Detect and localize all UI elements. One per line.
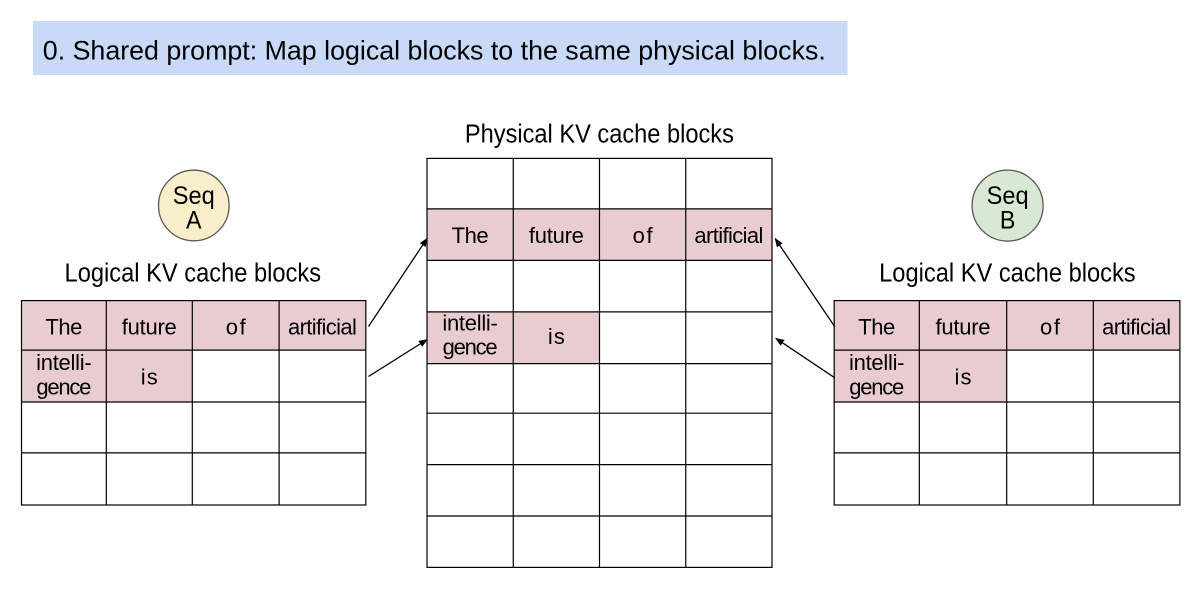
svg-text:is: is [141,365,158,390]
svg-text:is: is [955,365,972,390]
svg-text:intelli-: intelli- [442,311,497,336]
svg-text:The: The [858,315,895,340]
svg-text:Logical KV cache blocks: Logical KV cache blocks [65,258,322,288]
svg-text:future: future [936,315,991,340]
svg-text:Seq: Seq [987,182,1029,210]
svg-text:artificial: artificial [1102,315,1171,340]
svg-text:is: is [548,324,565,349]
svg-text:0. Shared prompt: Map logical: 0. Shared prompt: Map logical blocks to … [43,36,826,66]
svg-text:Seq: Seq [173,182,215,210]
svg-text:gence: gence [849,374,904,399]
svg-text:The: The [452,223,489,248]
svg-text:A: A [186,207,202,235]
svg-text:gence: gence [443,335,498,360]
svg-text:gence: gence [36,374,91,399]
svg-text:artificial: artificial [694,223,763,248]
svg-text:Logical KV cache blocks: Logical KV cache blocks [879,258,1136,288]
svg-text:of: of [633,223,654,248]
svg-text:future: future [122,315,177,340]
svg-text:B: B [1000,207,1016,235]
svg-text:of: of [226,315,247,340]
svg-text:future: future [529,223,584,248]
svg-text:artificial: artificial [288,315,357,340]
svg-text:of: of [1040,315,1061,340]
svg-text:intelli-: intelli- [36,350,92,375]
svg-text:The: The [45,315,82,340]
svg-text:Physical KV cache blocks: Physical KV cache blocks [465,119,734,149]
svg-text:intelli-: intelli- [849,350,905,375]
